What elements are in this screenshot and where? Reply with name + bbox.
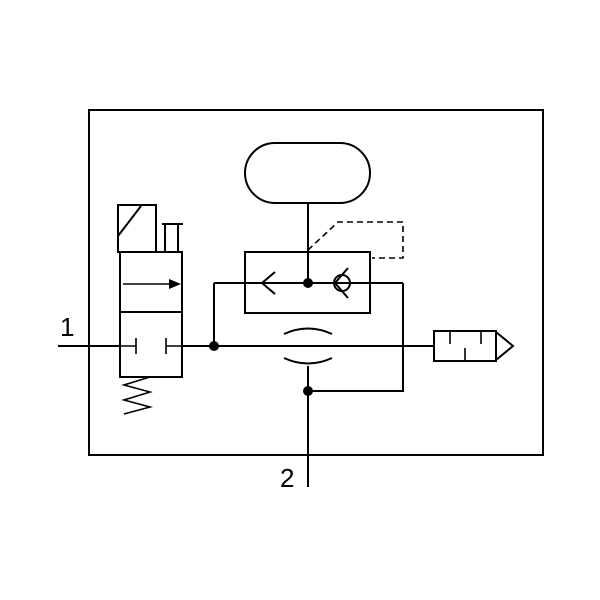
exhaust-arrow-icon [495, 331, 515, 361]
pilot-line-right [308, 283, 404, 392]
junction-dot [303, 278, 313, 288]
check-seat-icon [260, 271, 276, 295]
silencer-ticks-icon [449, 331, 482, 361]
junction-dot [303, 386, 313, 396]
port-1-label: 1 [60, 312, 74, 342]
solenoid-valve [117, 204, 183, 415]
manual-override-icon [162, 223, 183, 252]
air-reservoir [244, 142, 371, 204]
check-ball-icon [333, 274, 351, 292]
valve-position-lower [119, 311, 183, 378]
flow-restrictor-icon [283, 327, 333, 365]
assembly-boundary [88, 109, 544, 456]
blocked-port-icon [120, 338, 182, 354]
solenoid-coil-icon [117, 204, 157, 253]
dashed-control-line [307, 221, 404, 259]
junction-dot [209, 341, 219, 351]
port-2-label: 2 [280, 463, 294, 493]
flow-arrow-head-icon [169, 279, 181, 289]
return-spring-icon [121, 376, 154, 415]
silencer [433, 330, 515, 362]
